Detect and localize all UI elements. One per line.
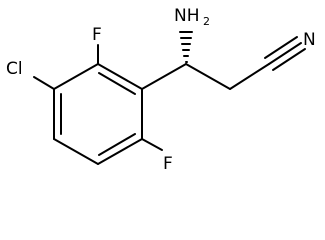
ring-bond-c4-c5 [53, 138, 99, 165]
fluorine-bottom-label: F [163, 154, 173, 174]
bond-ring-cl [33, 76, 55, 90]
bond-ch2-nitrile-carbon [229, 63, 270, 90]
bond-ring-chiral-carbon [141, 63, 187, 90]
amine-label: NH [174, 6, 200, 26]
nitrile-nitrogen-label: N [303, 30, 316, 50]
ring-bond-c3-c4 [97, 138, 143, 165]
ring-bond-c1-c2 [97, 63, 143, 90]
amine-subscript: 2 [203, 15, 210, 28]
fluorine-top-label: F [92, 25, 102, 45]
structure-diagram: F Cl NH 2 N F [6, 6, 316, 174]
ring-bond-c6-c1 [53, 63, 99, 90]
nitrile-triple-bond [264, 36, 306, 71]
benzene-ring [53, 63, 143, 165]
ring-double-bond-c3-c4 [98, 133, 136, 156]
bond-ring-f-bottom [141, 138, 163, 151]
chlorine-label: Cl [6, 59, 23, 79]
ring-double-bond-c1-c2 [98, 72, 136, 95]
bond-chiral-ch2 [185, 63, 231, 90]
hashed-wedge-bond [179, 31, 193, 63]
